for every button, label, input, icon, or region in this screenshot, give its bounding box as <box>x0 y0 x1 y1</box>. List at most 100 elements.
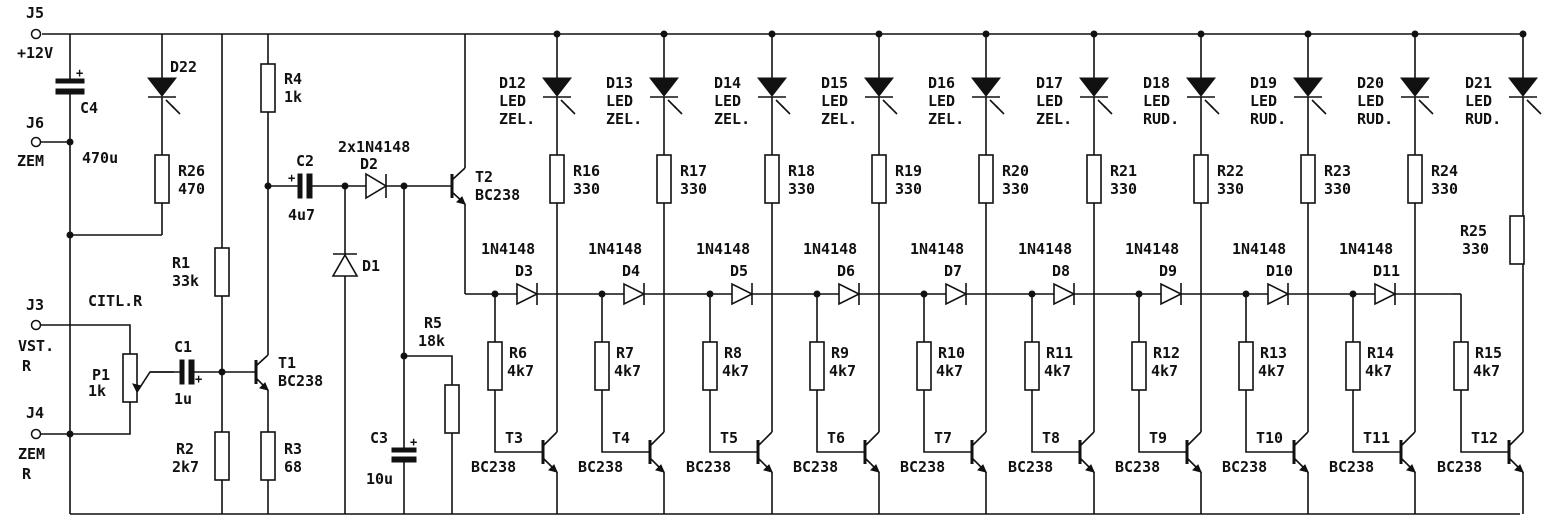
p1-value: 1k <box>88 382 106 400</box>
ladder-diode-type: 1N4148 <box>1018 240 1072 258</box>
transistor-collector <box>864 431 880 447</box>
transistor-emitter-arrow <box>1406 464 1416 473</box>
base-resistor-value: 4k7 <box>722 362 749 380</box>
ladder-diode-label: D10 <box>1266 262 1293 280</box>
led-light-arrow <box>1317 105 1327 115</box>
j4-r-label: R <box>22 465 32 483</box>
led-resistor-value: 330 <box>1431 180 1458 198</box>
r25-section: R25 330 <box>1460 215 1525 265</box>
transistor-name: T4 <box>612 429 630 447</box>
base-resistor-label: R15 <box>1475 344 1502 362</box>
led-light-arrow <box>1210 105 1220 115</box>
base-wire <box>601 390 650 453</box>
led-name: D19 <box>1250 74 1277 92</box>
j3-r-label: R <box>22 357 32 375</box>
led-name: D12 <box>499 74 526 92</box>
rectifier-section: + C2 4u7 D1 2x1N4148 D2 + C3 10u R5 18k <box>268 34 520 514</box>
led-type: LED <box>821 92 848 110</box>
ladder-diode-type: 1N4148 <box>588 240 642 258</box>
led-color: ZEL. <box>1036 110 1072 128</box>
led-symbol <box>1078 77 1110 97</box>
d22-led-symbol <box>146 77 178 97</box>
transistor-collector <box>1400 431 1416 447</box>
base-resistor-label: R7 <box>616 344 634 362</box>
c4-value: 470u <box>82 149 118 167</box>
d1-diode <box>331 253 359 277</box>
led-name: D17 <box>1036 74 1063 92</box>
c3-plus-mark: + <box>410 435 417 449</box>
led-type: LED <box>1143 92 1170 110</box>
r5-top-wire <box>404 355 453 385</box>
led-name: D21 <box>1465 74 1492 92</box>
led-color: RUD. <box>1465 110 1501 128</box>
p1-potentiometer <box>122 353 138 403</box>
base-resistor <box>1345 341 1361 391</box>
led-resistor-label: R24 <box>1431 162 1458 180</box>
base-resistor-label: R13 <box>1260 344 1287 362</box>
transistor-type: BC238 <box>1222 458 1267 476</box>
ladder-diode <box>1267 282 1290 306</box>
j3-label: J3 <box>26 296 44 314</box>
t2-emitter-arrow <box>456 196 466 205</box>
base-resistor-value: 4k7 <box>936 362 963 380</box>
ladder-diode-label: D3 <box>515 262 533 280</box>
led-color: ZEL. <box>714 110 750 128</box>
transistor-collector <box>971 431 987 447</box>
j6-label: J6 <box>26 114 44 132</box>
ladder-junction <box>1135 290 1143 298</box>
transistor-type: BC238 <box>686 458 731 476</box>
base-wire <box>1031 390 1080 453</box>
transistor-type: BC238 <box>1329 458 1374 476</box>
ladder-diode <box>516 282 539 306</box>
transistor-name: T9 <box>1149 429 1167 447</box>
r5-value: 18k <box>418 332 445 350</box>
j6-ground-label: ZEM <box>17 152 44 170</box>
led-color: RUD. <box>1357 110 1393 128</box>
ladder-junction <box>813 290 821 298</box>
j3-wire <box>40 324 131 354</box>
ladder-junction <box>598 290 606 298</box>
c1-plus-mark: + <box>195 372 202 386</box>
d1-label: D1 <box>362 257 380 275</box>
base-wire <box>494 390 543 453</box>
led-type: LED <box>606 92 633 110</box>
transistor-type: BC238 <box>578 458 623 476</box>
r25-resistor <box>1509 215 1525 265</box>
r1-label: R1 <box>172 254 190 272</box>
p1-wiper-arrow <box>132 383 142 393</box>
r2-resistor <box>214 431 230 481</box>
led-resistor-value: 330 <box>573 180 600 198</box>
base-wire <box>816 390 865 453</box>
transistor-name: T12 <box>1471 429 1498 447</box>
ladder-junction <box>1028 290 1036 298</box>
led-light-arrow <box>566 105 576 115</box>
ladder-diode-type: 1N4148 <box>803 240 857 258</box>
transistor-type: BC238 <box>1008 458 1053 476</box>
base-resistor <box>594 341 610 391</box>
c1-plate-b <box>188 359 195 385</box>
transistor-type: BC238 <box>1115 458 1160 476</box>
ladder-junction <box>706 290 714 298</box>
c1-value: 1u <box>174 390 192 408</box>
led-symbol <box>1185 77 1217 97</box>
led-name: D20 <box>1357 74 1384 92</box>
led-color: ZEL. <box>606 110 642 128</box>
led-resistor <box>1086 154 1102 204</box>
base-wire <box>1245 390 1294 453</box>
led-symbol <box>648 77 680 97</box>
ladder-junction <box>920 290 928 298</box>
led-resistor-label: R17 <box>680 162 707 180</box>
transistor-name: T11 <box>1363 429 1390 447</box>
c3-value: 10u <box>366 470 393 488</box>
led-channels: D12LEDZEL.R16330T3BC238R64k71N4148D3D13L… <box>471 30 1542 514</box>
base-resistor-label: R14 <box>1367 344 1394 362</box>
transistor-emitter-arrow <box>1192 464 1202 473</box>
d22-label: D22 <box>170 58 197 76</box>
r3-value: 68 <box>284 458 302 476</box>
led-resistor-value: 330 <box>1110 180 1137 198</box>
led-symbol <box>541 77 573 97</box>
